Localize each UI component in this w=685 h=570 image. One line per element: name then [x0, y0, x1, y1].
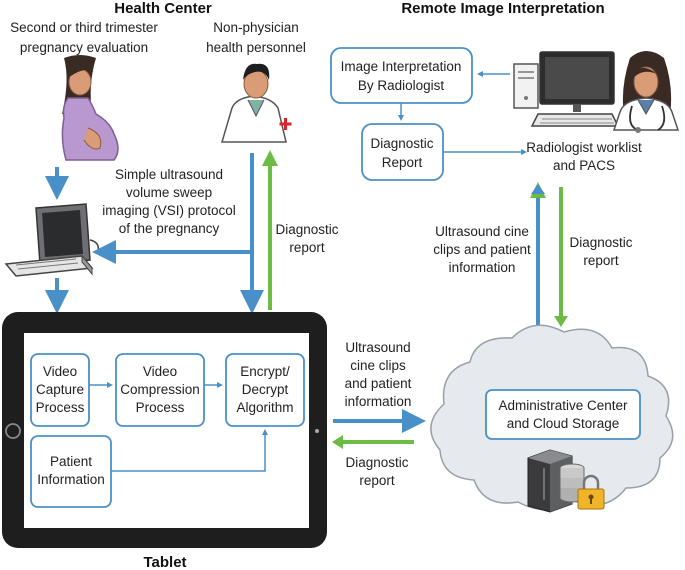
computer-icon [513, 51, 620, 127]
lock-icon [577, 474, 605, 510]
vsi-protocol-line-4: of the pregnancy [119, 221, 220, 236]
box-encrypt-line-3: Algorithm [236, 400, 293, 415]
box-image-interpretation-line-2: By Radiologist [358, 78, 445, 93]
diag-report-left-line-2: report [289, 240, 325, 255]
diag-report-bottom-line-2: report [359, 473, 395, 488]
cine-lower-line-1: Ultrasound [345, 340, 410, 355]
cine-upper-line-2: clips and patient [433, 242, 531, 257]
radiologist-icon [612, 51, 680, 133]
vsi-protocol-line-1: Simple ultrasound [115, 167, 223, 182]
box-diagnostic-report-line-2: Report [382, 155, 423, 170]
box-video-capture-line-2: Capture [36, 382, 84, 397]
box-cloud-line-1: Administrative Center [498, 398, 628, 413]
ultrasound-machine-icon [4, 203, 100, 277]
pregnancy-eval-line-1: Second or third trimester [10, 20, 158, 35]
cine-lower-line-4: information [345, 394, 412, 409]
personnel-line-1: Non-physician [213, 20, 299, 35]
box-image-interpretation-line-1: Image Interpretation [341, 59, 462, 74]
arrow-cloud-to-tablet-head [332, 435, 343, 449]
server-icon [527, 449, 585, 513]
diag-report-right-line-1: Diagnostic [569, 235, 632, 250]
box-patient-info-line-1: Patient [50, 454, 92, 469]
arrow-worklist-to-cloud-head [554, 316, 568, 327]
box-video-compression-line-2: Compression [120, 382, 200, 397]
box-video-compression-line-3: Process [136, 400, 185, 415]
box-video-compression [115, 353, 205, 427]
diag-report-right-line-2: report [583, 253, 619, 268]
pregnancy-eval-line-2: pregnancy evaluation [20, 40, 148, 55]
diag-report-bottom-line-1: Diagnostic [345, 455, 408, 470]
box-diagnostic-report-line-1: Diagnostic [370, 136, 433, 151]
worklist-line-1: Radiologist worklist [526, 140, 642, 155]
personnel-line-2: health personnel [206, 40, 306, 55]
box-video-capture-line-1: Video [43, 364, 77, 379]
cine-lower-line-3: and patient [345, 376, 412, 391]
pregnant-woman-icon [61, 55, 119, 161]
box-image-interpretation [330, 47, 473, 104]
cine-lower-line-2: cine clips [350, 358, 406, 373]
heading-remote-interpretation: Remote Image Interpretation [401, 0, 604, 17]
worklist-line-2: and PACS [553, 158, 615, 173]
heading-health-center: Health Center [114, 0, 212, 17]
vsi-protocol-line-3: imaging (VSI) protocol [102, 203, 236, 218]
box-cloud-storage [485, 389, 641, 440]
box-video-capture-line-3: Process [36, 400, 85, 415]
arrow-patient-to-encrypt [111, 429, 268, 472]
box-encrypt-line-2: Decrypt [242, 382, 289, 397]
diag-report-left-line-1: Diagnostic [275, 222, 338, 237]
box-patient-info-line-2: Information [37, 472, 105, 487]
box-encrypt-line-1: Encrypt/ [240, 364, 290, 379]
box-cloud-line-2: and Cloud Storage [507, 416, 620, 431]
box-encrypt-decrypt [225, 353, 305, 427]
health-worker-icon [220, 63, 292, 143]
box-diagnostic-report [361, 123, 444, 181]
vsi-protocol-line-2: volume sweep [126, 185, 212, 200]
tablet-camera [315, 429, 319, 433]
cine-upper-line-1: Ultrasound cine [435, 224, 529, 239]
heading-tablet: Tablet [143, 554, 186, 570]
tablet-home-button [5, 423, 21, 439]
cine-upper-line-3: information [449, 260, 516, 275]
tablet-device [2, 312, 327, 548]
box-video-compression-line-1: Video [143, 364, 177, 379]
box-video-capture [30, 353, 90, 427]
arrow-cloud-to-worklist-head [531, 184, 545, 194]
